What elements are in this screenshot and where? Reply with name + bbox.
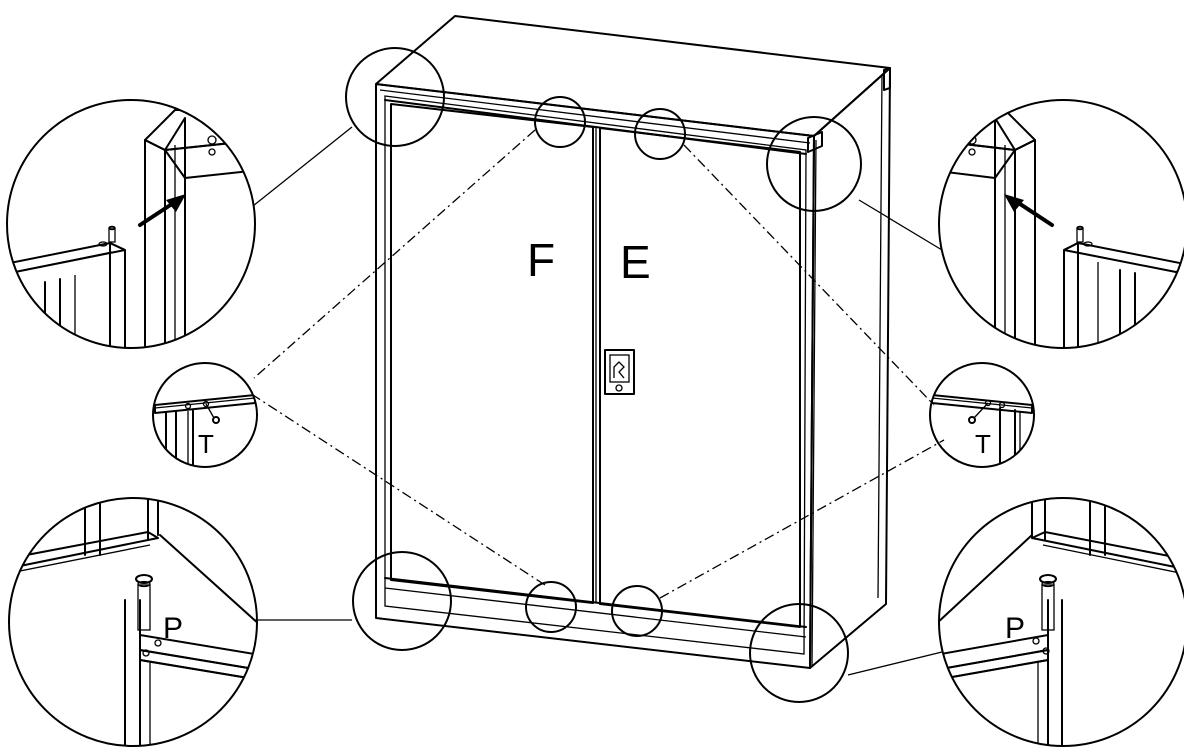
- callout-top-right-hinge: [634, 108, 686, 160]
- leader-lines: [252, 126, 945, 676]
- detail-circle: [929, 362, 1035, 468]
- cabinet: F E: [375, 15, 891, 669]
- callout-top-right-corner: [766, 116, 862, 212]
- callout-top-left-corner: [345, 47, 445, 147]
- detail-circle: [938, 99, 1184, 349]
- detail-circle: [6, 99, 256, 349]
- detail-bottom-right: P: [938, 497, 1184, 747]
- callout-bottom-right-corner: [749, 603, 849, 703]
- label-p-right: P: [1005, 612, 1025, 645]
- callout-markers: [345, 47, 862, 703]
- callout-top-left-hinge: [534, 96, 586, 148]
- callout-bottom-left-hinge: [525, 581, 577, 633]
- door-right: [599, 127, 801, 628]
- callout-bottom-right-hinge: [611, 585, 663, 637]
- detail-mid-right: T: [929, 362, 1035, 468]
- label-t-left: T: [198, 429, 214, 459]
- lock-icon: [604, 349, 635, 395]
- detail-bottom-left: P: [8, 497, 258, 747]
- detail-circle: [8, 497, 258, 747]
- detail-top-right: [938, 99, 1184, 349]
- label-t-right: T: [975, 429, 991, 459]
- label-p-left: P: [163, 612, 183, 645]
- detail-top-left: [6, 99, 256, 349]
- door-label-left: F: [527, 234, 555, 286]
- cabinet-front: [375, 83, 815, 669]
- arrow-icon: [1004, 194, 1024, 212]
- detail-circle: [938, 497, 1184, 747]
- arrow-icon: [166, 194, 186, 212]
- detail-circle: [152, 362, 258, 468]
- callout-bottom-left-corner: [352, 551, 452, 651]
- door-left: [390, 103, 594, 604]
- door-label-right: E: [620, 236, 651, 288]
- detail-mid-left: T: [152, 362, 258, 468]
